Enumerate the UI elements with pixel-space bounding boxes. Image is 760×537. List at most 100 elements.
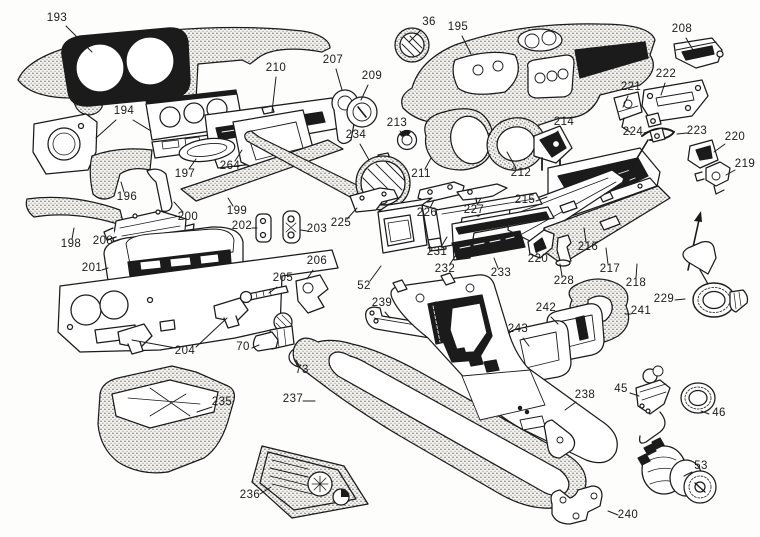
direction-arrow	[620, 139, 702, 271]
leader-line-203	[300, 229, 308, 232]
part-label-221: 221	[621, 81, 641, 93]
leader-line-220	[535, 243, 538, 255]
leader-line-234	[359, 143, 370, 161]
part-label-200: 200	[178, 211, 198, 223]
leader-line-231	[440, 236, 448, 248]
leader-line-45	[629, 392, 640, 397]
part-label-52: 52	[357, 280, 371, 292]
part-label-216: 216	[578, 241, 598, 253]
leader-line-227	[476, 197, 482, 206]
part-label-45: 45	[614, 383, 628, 395]
leader-line-235	[196, 406, 213, 413]
part-label-197: 197	[175, 168, 195, 180]
part-label-234: 234	[346, 129, 367, 141]
part-224-bracket	[645, 112, 666, 143]
leader-line-208	[112, 239, 120, 243]
part-label-228: 228	[554, 275, 574, 287]
part-219-clip	[694, 161, 731, 195]
part-label-209: 209	[362, 70, 382, 82]
part-225-bracket	[349, 187, 399, 213]
part-221-clip	[613, 91, 643, 133]
part-232-trim-frame	[451, 206, 555, 261]
part-198-pad-strip	[25, 196, 125, 227]
part-label-213: 213	[387, 117, 407, 129]
part-196-cowl	[89, 148, 153, 200]
part-label-207: 207	[323, 54, 343, 66]
leader-line-242	[550, 316, 559, 325]
leader-line-219	[725, 169, 736, 176]
leader-line-194	[95, 119, 117, 139]
leader-line-204	[131, 339, 177, 349]
leader-line-228	[559, 263, 563, 277]
part-label-223: 223	[687, 125, 707, 137]
part-202-grommet	[255, 213, 272, 243]
part-label-196: 196	[117, 191, 137, 203]
leader-line-52	[369, 265, 382, 282]
part-label-219: 219	[735, 158, 755, 170]
leader-line-220	[713, 143, 726, 153]
leader-line-201	[101, 267, 109, 271]
part-label-201: 201	[82, 262, 102, 274]
part-label-199: 199	[227, 205, 247, 217]
leader-line-204	[195, 317, 228, 348]
part-229-lighter	[682, 241, 749, 318]
part-label-237: 237	[283, 393, 303, 405]
part-label-206: 206	[307, 255, 327, 267]
part-208-ashtray	[673, 37, 724, 69]
leader-line-208	[685, 37, 694, 51]
part-label-214: 214	[554, 116, 575, 128]
part-220-bracket-mid	[527, 229, 555, 259]
part-label-220: 220	[528, 253, 548, 265]
part-200-strip	[146, 168, 173, 212]
part-label-198: 198	[61, 238, 81, 250]
part-label-70: 70	[236, 341, 250, 353]
part-label-242: 242	[536, 302, 556, 314]
leader-line-207	[335, 68, 343, 91]
leader-line-198	[71, 227, 75, 240]
leader-line-73	[295, 359, 300, 367]
part-label-240: 240	[618, 509, 638, 521]
leader-line-221	[622, 95, 629, 108]
part-205-screw	[239, 285, 289, 304]
part-label-195: 195	[448, 21, 468, 33]
leader-line-210	[271, 76, 277, 113]
part-235-rear-console	[97, 365, 235, 474]
part-label-241: 241	[631, 305, 651, 317]
part-label-208: 208	[93, 235, 113, 247]
part-label-210: 210	[266, 62, 286, 74]
leader-line-233	[493, 257, 499, 269]
leader-line-53	[683, 471, 693, 477]
part-220-bracket-upper	[687, 139, 719, 169]
leader-line-240	[607, 510, 619, 516]
part-label-205: 205	[273, 272, 293, 284]
leader-line-217	[605, 247, 609, 265]
leader-line-212	[506, 151, 517, 169]
part-label-211: 211	[411, 168, 431, 180]
part-213-grommet	[396, 129, 418, 151]
leader-line-206	[306, 269, 314, 280]
part-231-trim-frame	[435, 192, 543, 248]
leader-line-199	[227, 197, 234, 207]
part-bulkhead-panel	[57, 249, 339, 353]
part-label-238: 238	[575, 389, 595, 401]
leader-line-193	[65, 25, 93, 53]
part-label-215: 215	[515, 194, 535, 206]
part-228-clip	[555, 234, 572, 267]
part-193-dash-top-pad	[17, 26, 331, 116]
part-label-208: 208	[672, 23, 692, 35]
leader-line-243	[522, 337, 530, 347]
part-label-53: 53	[694, 460, 708, 472]
leader-line-46	[700, 410, 710, 415]
part-label-73: 73	[295, 364, 309, 376]
part-label-232: 232	[435, 263, 455, 275]
part-197-switch-pod	[178, 137, 236, 163]
leader-line-196	[120, 181, 125, 193]
part-label-236: 236	[240, 489, 260, 501]
part-label-194: 194	[114, 105, 135, 117]
leader-line-197	[188, 158, 197, 170]
leader-line-225	[346, 207, 358, 220]
leader-line-264	[234, 149, 243, 162]
part-label-227: 227	[464, 204, 484, 216]
part-236-control-panel	[251, 445, 369, 519]
